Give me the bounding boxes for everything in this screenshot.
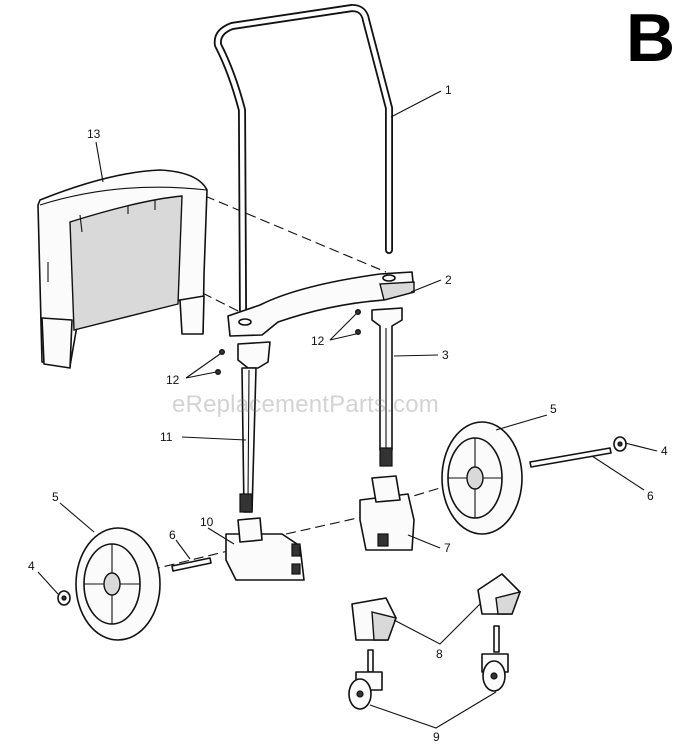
part-6-axle-left [171,557,212,572]
part-5-wheel-right [441,421,523,535]
part-2-crossbar [227,271,415,337]
callout-12-right: 12 [311,334,325,348]
callout-leader-lines [37,90,658,729]
part-9-caster-left [348,649,383,710]
callout-2: 2 [445,273,452,287]
callout-11: 11 [160,430,173,444]
part-5-wheel-left [75,527,161,641]
part-1-handle [213,4,393,314]
part-7-right-foot [359,475,415,551]
part-3-right-leg [371,307,403,467]
callout-1: 1 [445,83,452,97]
part-4-clip-left [57,590,71,606]
callout-10: 10 [200,515,214,529]
callout-6-left: 6 [169,528,176,542]
part-9-caster-right [481,625,509,692]
callout-4-left: 4 [28,559,35,573]
callout-5-left: 5 [52,490,59,504]
watermark: eReplacementParts.com [172,391,439,418]
callout-5-right: 5 [550,402,557,416]
part-13-hopper [37,169,208,369]
part-8-caster-block-left [351,597,397,641]
part-8-caster-block-right [477,573,522,615]
callout-12-left: 12 [166,373,180,387]
part-4-clip-right [613,436,627,452]
callout-9: 9 [433,730,440,744]
callout-8: 8 [436,647,443,661]
callout-7: 7 [444,541,451,555]
part-6-axle-right [529,447,612,468]
part-10-left-foot [225,517,305,581]
callout-3: 3 [442,348,449,362]
part-12-screws [215,309,362,376]
callout-numbers: 1 13 2 12 3 12 11 5 4 6 5 6 10 7 4 8 9 [28,83,668,744]
callout-13: 13 [87,127,101,141]
callout-6-right: 6 [647,489,654,503]
part-11-left-leg [237,341,271,513]
callout-4-right: 4 [661,444,668,458]
section-letter: B [626,0,676,76]
